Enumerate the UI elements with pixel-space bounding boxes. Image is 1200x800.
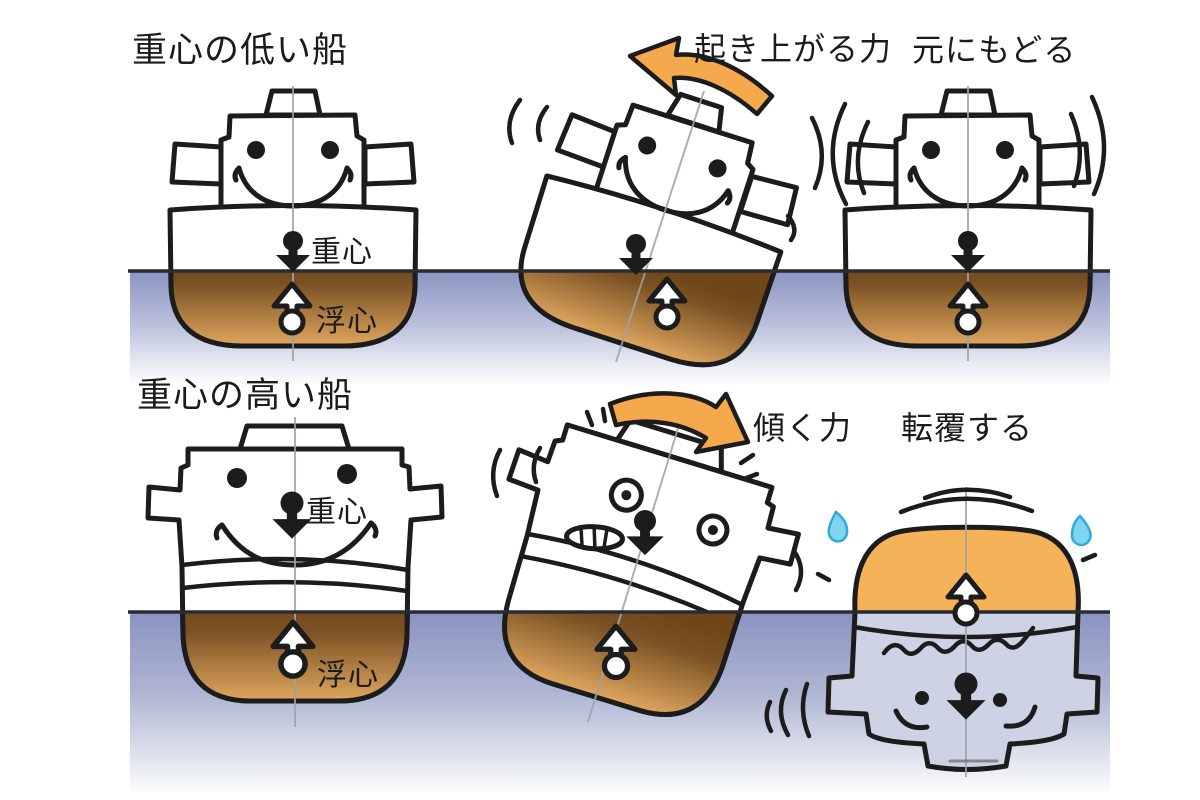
row2-title: 重心の高い船 bbox=[137, 376, 354, 415]
centerline-axis bbox=[587, 424, 680, 723]
splash-drops bbox=[827, 510, 1092, 547]
shake-arcs bbox=[507, 97, 825, 243]
row1-cg-label: 重心 bbox=[311, 236, 373, 269]
boat-high-cg-tilted bbox=[455, 391, 817, 740]
row1-result-label: 元にもどる bbox=[912, 32, 1077, 68]
shock-marks bbox=[490, 406, 804, 593]
row2-result-label: 転覆する bbox=[901, 410, 1034, 446]
centerline-axis bbox=[615, 90, 705, 363]
capsized-face bbox=[893, 691, 1038, 763]
row1-cb-label: 浮心 bbox=[316, 305, 378, 338]
row1-title: 重心の低い船 bbox=[132, 31, 349, 70]
water-surface-wave bbox=[881, 625, 1036, 656]
tilting-force-arrow-icon bbox=[607, 391, 751, 455]
boat-low-cg-tilted bbox=[505, 63, 825, 382]
shake-arcs bbox=[764, 487, 1098, 739]
row2-cb-label: 浮心 bbox=[317, 659, 379, 692]
row1-force-label: 起き上がる力 bbox=[694, 31, 893, 67]
righting-force-arrow-icon bbox=[627, 35, 775, 117]
row2-force-label: 傾く力 bbox=[753, 410, 853, 446]
shake-arcs bbox=[830, 94, 1107, 207]
row2-cg-label: 重心 bbox=[306, 496, 368, 529]
